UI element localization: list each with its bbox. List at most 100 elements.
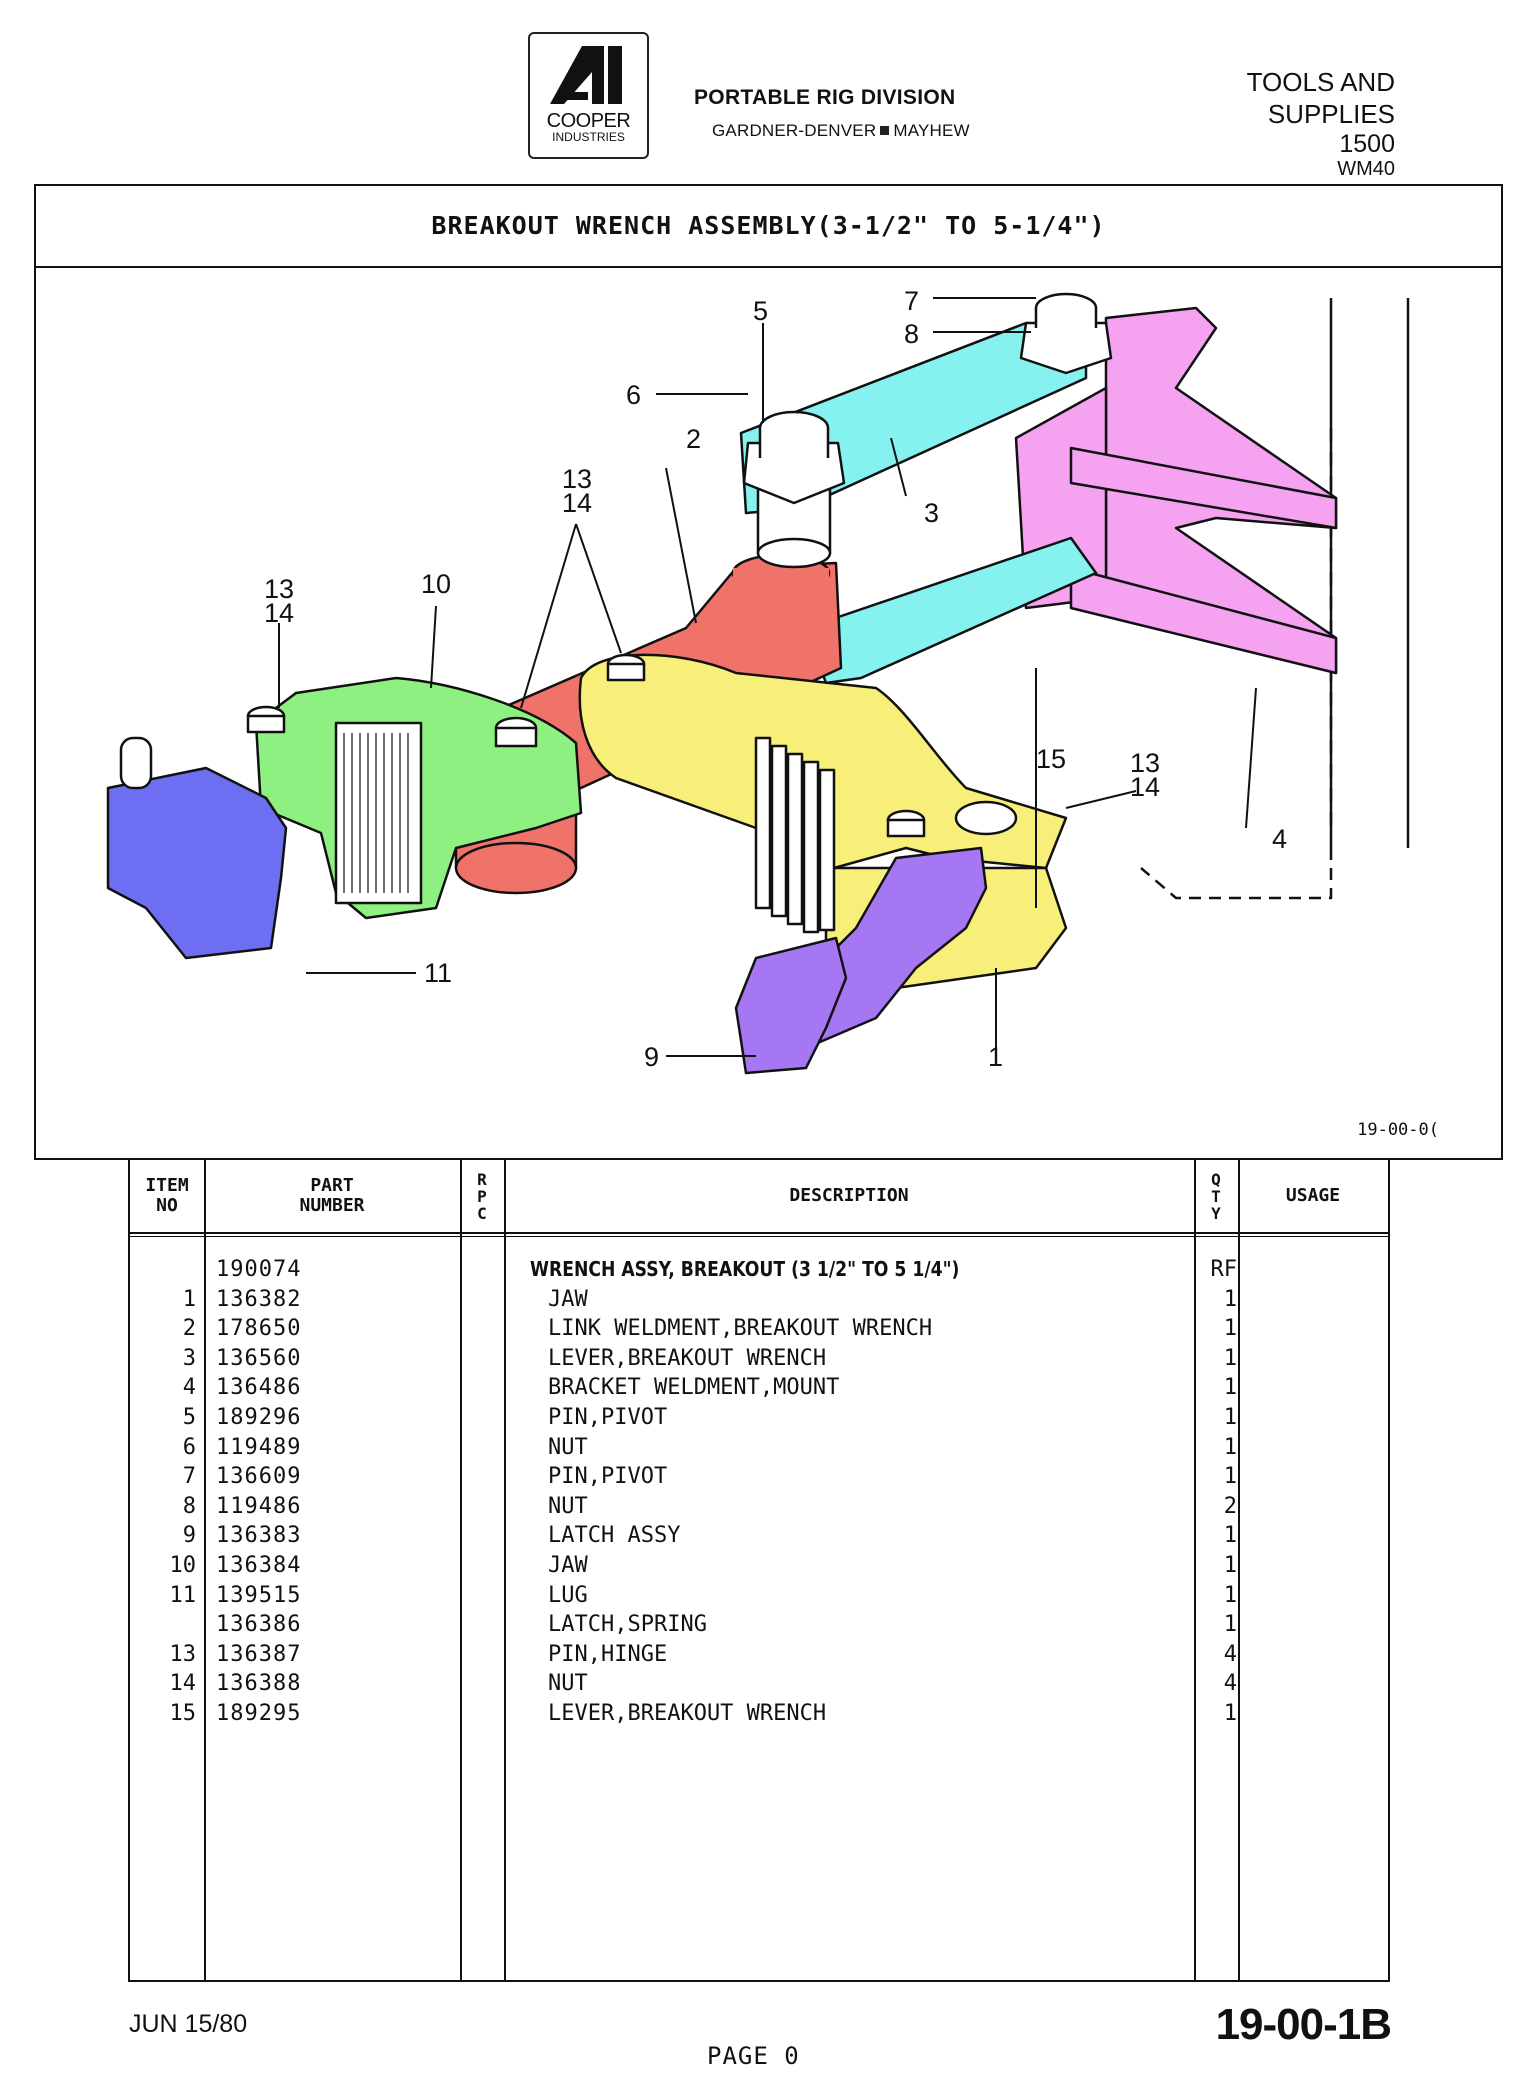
table-row: 136386 LATCH,SPRING 1 bbox=[130, 1610, 1388, 1640]
quantity: 1 bbox=[1223, 1404, 1237, 1430]
callout-2: 2 bbox=[686, 424, 701, 454]
description: WRENCH ASSY, BREAKOUT (3 1/2" TO 5 1/4") bbox=[530, 1257, 960, 1281]
table-row: 14 136388 NUT 4 bbox=[130, 1669, 1388, 1699]
item-no: 6 bbox=[182, 1434, 196, 1460]
parts-table: ITEM NO PART NUMBER R P C DESCRIPTION Q … bbox=[128, 1160, 1390, 1982]
callout-9: 9 bbox=[644, 1042, 659, 1072]
column-divider bbox=[460, 1160, 462, 1980]
item-no: 11 bbox=[169, 1582, 197, 1608]
callout-14a: 14 bbox=[562, 488, 592, 518]
column-divider bbox=[1194, 1160, 1196, 1980]
part-number: 119486 bbox=[216, 1493, 302, 1519]
quantity: 2 bbox=[1223, 1493, 1237, 1519]
description: PIN,PIVOT bbox=[548, 1464, 668, 1490]
logo-subtitle: INDUSTRIES bbox=[552, 130, 625, 144]
item-no: 7 bbox=[182, 1464, 196, 1490]
callout-8: 8 bbox=[904, 319, 919, 349]
table-row: 7 136609 PIN,PIVOT 1 bbox=[130, 1462, 1388, 1492]
quantity: 1 bbox=[1223, 1700, 1237, 1726]
description: LINK WELDMENT,BREAKOUT WRENCH bbox=[548, 1316, 933, 1342]
quantity: 1 bbox=[1223, 1552, 1237, 1578]
header-part-number: PART NUMBER bbox=[299, 1175, 365, 1216]
exploded-diagram: 5 6 7 8 3 2 13 14 13 14 10 15 13 14 4 11… bbox=[106, 286, 1410, 1075]
jaw-inserts bbox=[754, 736, 836, 934]
brand-mayhew: MAYHEW bbox=[893, 121, 970, 140]
table-row: 3 136560 LEVER,BREAKOUT WRENCH 1 bbox=[130, 1344, 1388, 1374]
part-number: 119489 bbox=[216, 1434, 302, 1460]
quantity: 1 bbox=[1223, 1286, 1237, 1312]
leader-lines bbox=[278, 297, 1257, 1057]
callout-13c: 13 bbox=[1130, 748, 1160, 778]
part-number: 136486 bbox=[216, 1375, 302, 1401]
separator-square-icon bbox=[880, 126, 890, 135]
quantity: 4 bbox=[1223, 1671, 1237, 1697]
table-row: 10 136384 JAW 1 bbox=[130, 1551, 1388, 1581]
table-row: 11 139515 LUG 1 bbox=[130, 1581, 1388, 1611]
hinge-pin-bolts bbox=[246, 653, 926, 838]
description: JAW bbox=[548, 1286, 588, 1312]
quantity: 1 bbox=[1223, 1464, 1237, 1490]
division-name: PORTABLE RIG DIVISION bbox=[694, 86, 956, 109]
part-number: 136560 bbox=[216, 1345, 302, 1371]
description: PIN,PIVOT bbox=[548, 1404, 668, 1430]
quantity: 1 bbox=[1223, 1316, 1237, 1342]
description: LATCH,SPRING bbox=[548, 1612, 707, 1638]
description: LUG bbox=[548, 1582, 588, 1608]
quantity: 1 bbox=[1223, 1612, 1237, 1638]
callout-10: 10 bbox=[421, 569, 451, 599]
part-number: 190074 bbox=[216, 1257, 302, 1282]
header-item-no: ITEM NO bbox=[145, 1175, 189, 1216]
quantity: 1 bbox=[1223, 1375, 1237, 1401]
quantity: RF bbox=[1210, 1257, 1238, 1282]
logo-name: COOPER bbox=[546, 110, 631, 132]
model-code: WM40 bbox=[1337, 158, 1395, 180]
part-number: 136384 bbox=[216, 1552, 302, 1578]
callout-5: 5 bbox=[753, 296, 768, 326]
part-number: 139515 bbox=[216, 1582, 302, 1608]
column-divider bbox=[204, 1160, 206, 1980]
item-no: 13 bbox=[169, 1641, 197, 1667]
figure-reference: 19-00-0( bbox=[1357, 1120, 1439, 1140]
quantity: 4 bbox=[1223, 1641, 1237, 1667]
table-row: 9 136383 LATCH ASSY 1 bbox=[130, 1521, 1388, 1551]
part-number: 178650 bbox=[216, 1316, 302, 1342]
lug bbox=[106, 736, 288, 960]
callout-7: 7 bbox=[904, 286, 919, 316]
figure-frame: BREAKOUT WRENCH ASSEMBLY(3-1/2" TO 5-1/4… bbox=[34, 184, 1503, 1160]
callout-14b: 14 bbox=[264, 598, 294, 628]
pivot-pin-5 bbox=[742, 410, 846, 569]
table-row: 6 119489 NUT 1 bbox=[130, 1433, 1388, 1463]
description: NUT bbox=[548, 1493, 588, 1519]
part-number: 189295 bbox=[216, 1700, 302, 1726]
part-number: 136382 bbox=[216, 1286, 302, 1312]
part-number: 136386 bbox=[216, 1612, 302, 1638]
item-no: 8 bbox=[182, 1493, 196, 1519]
callout-13a: 13 bbox=[562, 464, 592, 494]
column-divider bbox=[1238, 1160, 1240, 1980]
description: LATCH ASSY bbox=[548, 1523, 681, 1549]
description: NUT bbox=[548, 1434, 588, 1460]
table-row: 4 136486 BRACKET WELDMENT,MOUNT 1 bbox=[130, 1373, 1388, 1403]
description: LEVER,BREAKOUT WRENCH bbox=[548, 1345, 827, 1371]
callout-3: 3 bbox=[924, 498, 939, 528]
description: JAW bbox=[548, 1552, 588, 1578]
quantity: 1 bbox=[1223, 1523, 1237, 1549]
part-number: 189296 bbox=[216, 1404, 302, 1430]
table-row: 8 119486 NUT 2 bbox=[130, 1492, 1388, 1522]
parts-rows: 190074 WRENCH ASSY, BREAKOUT (3 1/2" TO … bbox=[130, 1255, 1388, 1729]
bracket-weldment bbox=[1014, 306, 1338, 675]
document-code: 19-00-1B bbox=[1215, 2000, 1392, 2049]
table-row: 5 189296 PIN,PIVOT 1 bbox=[130, 1403, 1388, 1433]
jaw-teeth bbox=[343, 733, 409, 893]
quantity: 1 bbox=[1223, 1434, 1237, 1460]
item-no: 9 bbox=[182, 1523, 196, 1549]
company-logo: COOPER INDUSTRIES bbox=[528, 32, 649, 159]
header-rule-2 bbox=[130, 1236, 1388, 1237]
table-row: 13 136387 PIN,HINGE 4 bbox=[130, 1640, 1388, 1670]
table-row: 1 136382 JAW 1 bbox=[130, 1285, 1388, 1315]
callout-1: 1 bbox=[988, 1042, 1003, 1072]
revision-date: JUN 15/80 bbox=[129, 2010, 248, 2038]
item-no: 15 bbox=[169, 1700, 197, 1726]
part-number: 136388 bbox=[216, 1671, 302, 1697]
